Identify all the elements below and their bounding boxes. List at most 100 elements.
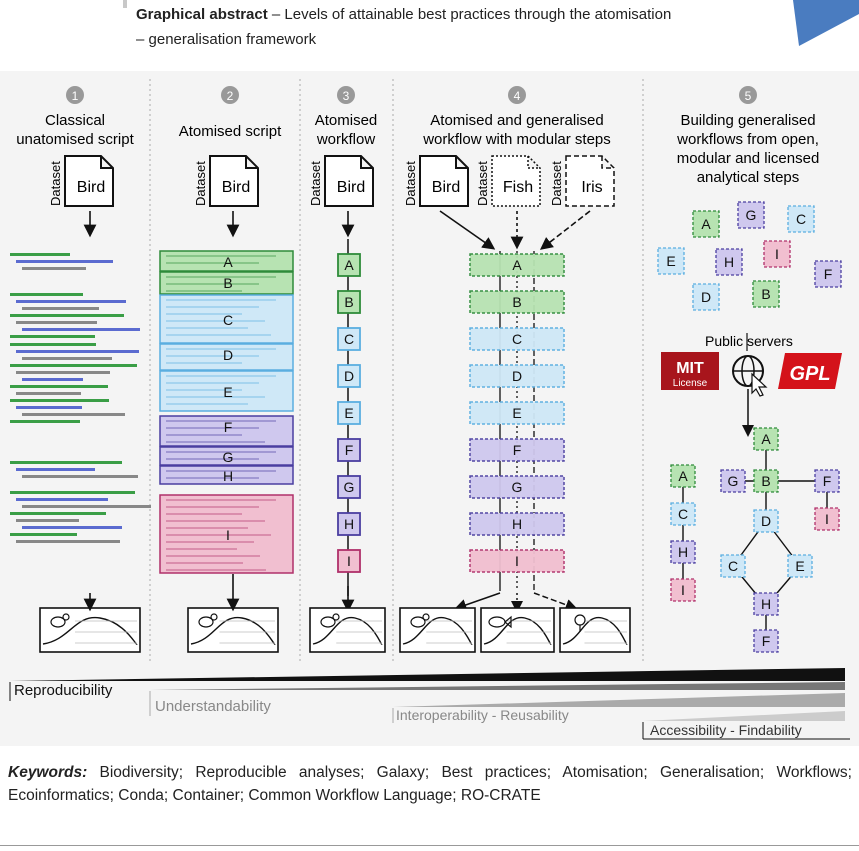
svg-text:B: B (761, 473, 770, 489)
col5-title-1: Building generalised (680, 112, 815, 129)
script-block-e: E (159, 370, 294, 412)
svg-text:A: A (678, 468, 688, 484)
col3-title-1: Atomised (315, 112, 378, 129)
column-separators (149, 79, 644, 661)
output-plot-col2 (187, 607, 279, 653)
workflow-step-g: G (337, 475, 361, 499)
output-plot-col4-iris (559, 607, 631, 653)
svg-text:E: E (666, 253, 675, 269)
column-headers: 1 Classical unatomised script 2 Atomised… (16, 86, 819, 186)
composed-node-c: C (670, 502, 696, 526)
svg-text:G: G (728, 473, 739, 489)
workflow-step-e: E (337, 401, 361, 425)
svg-text:I: I (347, 553, 351, 569)
svg-text:I: I (515, 553, 519, 569)
svg-text:C: C (344, 331, 354, 347)
svg-text:D: D (344, 368, 354, 384)
dataset-label: Dataset (475, 161, 490, 206)
header: Graphical abstract – Levels of attainabl… (0, 0, 859, 62)
generalised-step-i: I (469, 549, 565, 573)
svg-text:A: A (344, 257, 354, 273)
svg-text:I: I (775, 246, 779, 262)
corner-shape (793, 0, 859, 46)
composed-node-f: F (814, 469, 840, 493)
unatomised-script-code (10, 253, 151, 543)
interoperability-wedge (393, 693, 845, 707)
col2-header: 2 Atomised script (179, 86, 282, 140)
dataset-label: Dataset (549, 161, 564, 206)
col5-title-3: modular and licensed (677, 150, 820, 167)
generalised-step-h: H (469, 512, 565, 536)
col1-number: 1 (72, 89, 79, 103)
svg-text:F: F (224, 419, 233, 435)
svg-text:C: C (223, 312, 233, 328)
dataset-label: Dataset (308, 161, 323, 206)
svg-text:F: F (824, 266, 833, 282)
svg-text:A: A (512, 257, 522, 273)
svg-text:D: D (223, 347, 233, 363)
col3-number-badge (337, 86, 355, 104)
col5-number: 5 (745, 89, 752, 103)
composed-node-f: F (753, 629, 779, 653)
svg-text:H: H (678, 544, 688, 560)
col3-header: 3 Atomised workflow (315, 86, 378, 148)
svg-text:I: I (825, 511, 829, 527)
svg-text:E: E (795, 558, 804, 574)
keywords-section: Keywords: Biodiversity; Reproducible ana… (0, 757, 859, 851)
script-block-h: H (159, 465, 294, 485)
svg-text:B: B (344, 294, 353, 310)
header-title-line2: – generalisation framework (136, 31, 317, 48)
generalised-step-d: D (469, 364, 565, 388)
reproducibility-wedge (10, 668, 845, 681)
composed-node-b: B (753, 469, 779, 493)
svg-text:I: I (226, 527, 230, 543)
level-accessibility: Accessibility - Findability (650, 722, 802, 738)
module-f: F (814, 260, 842, 288)
generalised-step-g: G (469, 475, 565, 499)
keywords-paragraph: Keywords: Biodiversity; Reproducible ana… (8, 761, 852, 807)
graphical-abstract: 1 Classical unatomised script 2 Atomised… (0, 71, 859, 746)
script-block-d: D (159, 343, 294, 371)
composed-node-g: G (720, 469, 746, 493)
workflow-step-i: I (337, 549, 361, 573)
generalised-step-f: F (469, 438, 565, 462)
svg-text:C: C (796, 211, 806, 227)
col4-number-badge (508, 86, 526, 104)
module-c: C (787, 205, 815, 233)
composed-node-i: I (814, 507, 840, 531)
composed-node-h: H (670, 540, 696, 564)
svg-text:B: B (512, 294, 521, 310)
level-interoperability: Interoperability - Reusability (396, 707, 569, 723)
dataset-arrows (83, 210, 591, 250)
svg-text:B: B (223, 275, 232, 291)
svg-text:A: A (761, 431, 771, 447)
abstract-figure: 1 Classical unatomised script 2 Atomised… (9, 79, 850, 740)
header-accent (123, 0, 127, 8)
svg-text:G: G (223, 449, 234, 465)
composed-node-c: C (720, 554, 746, 578)
generalised-step-e: E (469, 401, 565, 425)
col4-number: 4 (514, 89, 521, 103)
generalised-step-c: C (469, 327, 565, 351)
svg-text:F: F (823, 473, 832, 489)
workflow-step-d: D (337, 364, 361, 388)
module-a: A (692, 210, 720, 238)
workflow-step-b: B (337, 290, 361, 314)
workflow-step-h: H (337, 512, 361, 536)
svg-text:License: License (673, 378, 708, 389)
svg-text:H: H (223, 468, 233, 484)
svg-text:C: C (728, 558, 738, 574)
module-g: G (737, 201, 765, 229)
svg-text:F: F (762, 633, 771, 649)
script-block-b: B (159, 271, 294, 295)
module-d: D (692, 283, 720, 311)
output-plot-col3 (309, 607, 386, 653)
svg-text:E: E (223, 384, 232, 400)
composed-node-d: D (753, 509, 779, 533)
